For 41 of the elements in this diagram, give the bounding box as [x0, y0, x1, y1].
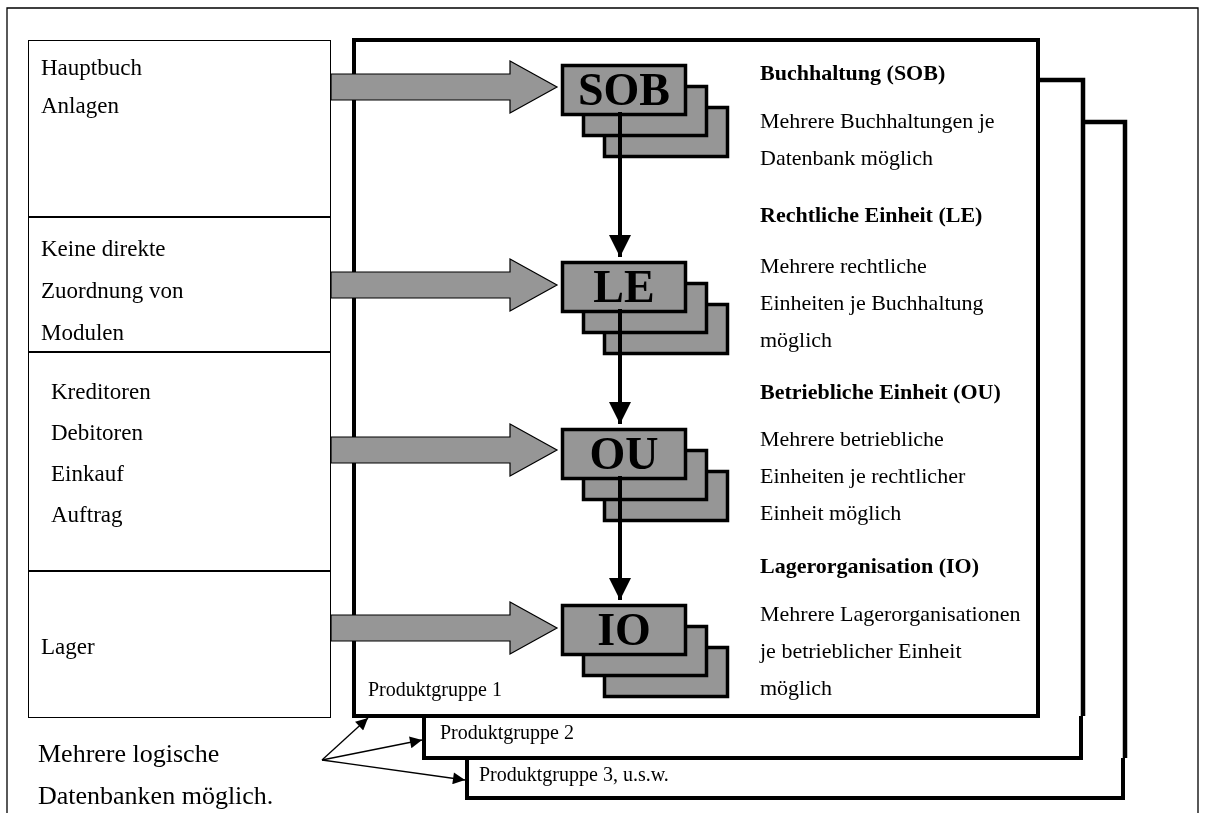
block-arrow [330, 60, 559, 114]
module-name: Kreditoren [51, 378, 152, 406]
block-arrow [330, 601, 559, 655]
module-cell [28, 217, 331, 352]
unit-description: Mehrere Lagerorganisationen je betrieblicher Einheit möglich [760, 600, 1022, 702]
module-name: Keine direkte Zuordnung von Modulen [41, 235, 185, 347]
group-label: Produktgruppe 1 [368, 678, 502, 701]
module-name: Hauptbuch [41, 54, 143, 82]
leader-line [321, 717, 369, 761]
unit-heading: Betriebliche Einheit (OU) [760, 378, 1002, 406]
module-cell [28, 40, 331, 217]
unit-code: IO [596, 604, 652, 656]
unit-heading: Buchhaltung (SOB) [760, 59, 947, 87]
block-arrow [330, 258, 559, 312]
note-text: Mehrere logische Datenbanken möglich. [38, 733, 338, 813]
unit-heading: Lagerorganisation (IO) [760, 552, 980, 580]
arrow [609, 112, 631, 257]
arrow [609, 309, 631, 424]
product-group-frame [422, 716, 1083, 760]
arrow [609, 476, 631, 600]
module-name: Auftrag [51, 501, 124, 529]
product-group-frame [352, 38, 1040, 718]
product-group-frame [465, 758, 1125, 800]
unit-heading: Rechtliche Einheit (LE) [760, 201, 984, 229]
unit-description: Mehrere rechtliche Einheiten je Buchhaltung möglich [760, 252, 985, 354]
group-label: Produktgruppe 3, u.s.w. [479, 763, 669, 786]
module-cell [28, 352, 331, 571]
module-cell [28, 571, 331, 718]
unit-code: OU [588, 428, 660, 480]
unit-code: LE [592, 261, 656, 313]
module-name: Debitoren [51, 419, 144, 447]
unit-description: Mehrere betriebliche Einheiten je rechtlicher Einheit möglich [760, 425, 967, 527]
unit-description: Mehrere Buchhaltungen je Datenbank möglich [760, 107, 996, 172]
leader-line [321, 736, 423, 761]
group-label: Produktgruppe 2 [440, 721, 574, 744]
unit-code: SOB [576, 64, 671, 116]
block-arrow [330, 423, 559, 477]
leader-line [321, 759, 466, 785]
module-name: Anlagen [41, 92, 120, 120]
module-name: Einkauf [51, 460, 125, 488]
module-name: Lager [41, 633, 96, 661]
